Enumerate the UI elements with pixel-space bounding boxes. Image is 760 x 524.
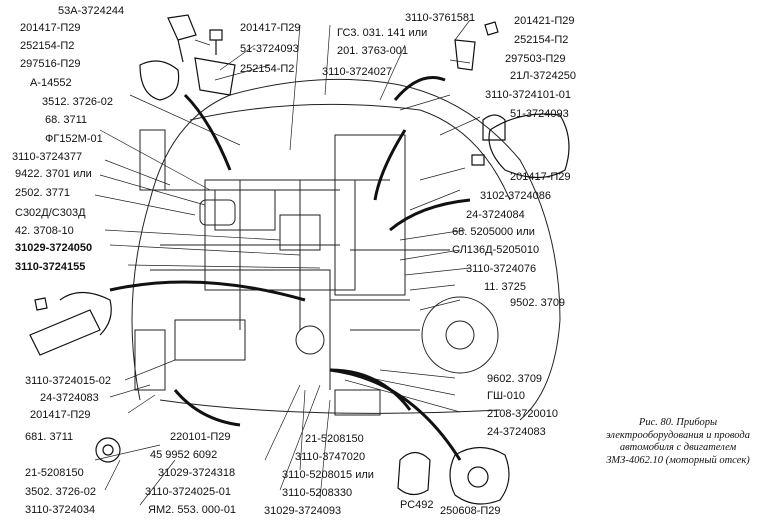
label: 24-3724083: [487, 426, 546, 438]
part-bolt-left: [34, 297, 48, 311]
label: 252154-П2: [20, 40, 75, 52]
label: 9422. 3701 или: [15, 168, 92, 180]
washer-tank: [134, 329, 166, 391]
label: ГШ-010: [487, 390, 526, 402]
label: 24-3724084: [466, 209, 525, 221]
label: 2108-3720010: [487, 408, 558, 420]
label: 252154-П2: [240, 63, 295, 75]
label: 3110-3724155: [15, 261, 86, 273]
part-boot: [139, 60, 180, 101]
label: 250608-П29: [440, 505, 501, 517]
headlamp-left: [139, 129, 166, 191]
part-bracket: [194, 57, 236, 96]
label: 220101-П29: [170, 431, 231, 443]
harness-front: [160, 189, 450, 331]
part-bolt-right: [484, 21, 499, 36]
label: ГС3. 031. 141 или: [337, 27, 428, 39]
label: 45 9952 6092: [150, 449, 218, 461]
part-sensor-top: [167, 14, 197, 63]
label: 68. 5205000 или: [452, 226, 535, 238]
body-outline: [131, 78, 561, 421]
label: 201. 3763-001: [337, 45, 408, 57]
fan-wheel: [421, 296, 499, 374]
label: 68. 3711: [45, 114, 88, 126]
label: 3110-3724025-01: [145, 486, 232, 498]
part-bulb-holder: [397, 451, 431, 496]
label: 3110-3724076: [466, 263, 537, 275]
relay-box: [334, 389, 381, 416]
label: 51-3724093: [240, 43, 299, 55]
label: А-14552: [30, 77, 72, 89]
label: 3110-3724034: [25, 504, 96, 516]
figure-caption: Рис. 80. Приборы электрооборудования и п…: [606, 417, 750, 466]
label: С302Д/С303Д: [15, 207, 86, 219]
part-washer-left: [95, 437, 121, 463]
part-flange-bottom: [449, 446, 510, 505]
label: 2502. 3771: [15, 187, 71, 199]
label: 21-5208150: [25, 467, 84, 479]
label: 3102-3724086: [480, 190, 551, 202]
label: 3502. 3726-02: [25, 486, 96, 498]
label: 21-5208150: [305, 433, 364, 445]
fan-hub: [445, 320, 475, 350]
label: 297503-П29: [505, 53, 566, 65]
label: 3110-3724377: [12, 151, 83, 163]
label: ФГ152М-01: [45, 133, 103, 145]
label: 51-3724093: [510, 108, 569, 120]
part-clamp-right: [454, 39, 476, 71]
label: 3110-3761581: [405, 12, 476, 24]
label: 3110-3724101-01: [485, 89, 572, 101]
part-washer-left-hole: [102, 444, 114, 456]
part-flange-right: [488, 113, 570, 179]
label: ЯМ2. 553. 000-01: [148, 504, 237, 516]
label: 31029-3724050: [15, 242, 93, 254]
pulley: [295, 325, 325, 355]
part-bolt-top: [209, 29, 223, 55]
label: 11. 3725: [484, 281, 527, 293]
label: 201417-П29: [240, 22, 301, 34]
label: 3110-5208330: [282, 487, 353, 499]
label: 21Л-3724250: [510, 70, 576, 82]
part-bolt-mid-right: [471, 154, 485, 166]
bumper-line: [159, 399, 501, 414]
label: 681. 3711: [25, 431, 74, 443]
harness-main: [150, 179, 410, 390]
label: 201417-П29: [30, 409, 91, 421]
hood-line: [189, 103, 511, 201]
label: 201417-П29: [20, 22, 81, 34]
label: 3110-5208015 или: [282, 469, 374, 481]
label: 24-3724083: [40, 392, 99, 404]
battery: [174, 319, 246, 361]
label: 3110-3724027: [322, 66, 393, 78]
part-flange-bottom-hub: [467, 466, 489, 488]
radiator: [334, 134, 406, 296]
label: 9602. 3709: [487, 373, 543, 385]
label: 201417-П29: [510, 171, 571, 183]
coil: [199, 199, 236, 226]
label: 42. 3708-10: [15, 225, 74, 237]
label: 201421-П29: [514, 15, 575, 27]
label: 3110-3724015-02: [25, 375, 112, 387]
label: 53А-3724244: [58, 5, 125, 17]
label: 297516-П29: [20, 58, 81, 70]
label: 31029-3724318: [158, 467, 236, 479]
label: РС492: [400, 499, 434, 511]
engine-block: [204, 179, 356, 291]
label: 252154-П2: [514, 34, 569, 46]
label: 31029-3724093: [264, 505, 342, 517]
manifold: [214, 189, 276, 231]
part-ring-right: [482, 114, 506, 141]
label: 9502. 3709: [510, 297, 566, 309]
label: 3512. 3726-02: [42, 96, 113, 108]
label: СЛ136Д-5205010: [452, 244, 540, 256]
label: 3110-3747020: [295, 451, 366, 463]
part-shaft-left: [29, 291, 112, 356]
